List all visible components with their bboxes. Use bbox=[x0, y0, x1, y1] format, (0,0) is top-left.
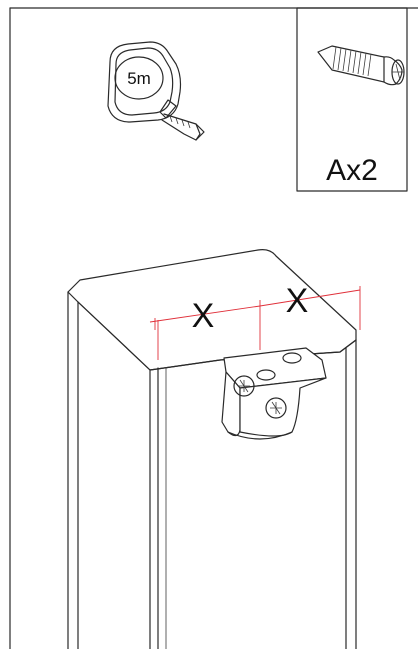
corner-bracket-icon bbox=[221, 347, 327, 440]
screw-icon bbox=[317, 45, 405, 86]
screw-head-icon bbox=[265, 397, 287, 419]
parts-box: Ax2 bbox=[296, 7, 408, 192]
measurement-lines bbox=[149, 286, 361, 360]
tape-measure-icon: 5m bbox=[107, 41, 205, 141]
screw-head-icon bbox=[233, 375, 255, 397]
tape-label: 5m bbox=[127, 69, 151, 88]
quantity-label: Ax2 bbox=[326, 154, 378, 187]
measure-label-right: X bbox=[286, 282, 309, 320]
post-icon bbox=[67, 249, 357, 649]
measure-label-left: X bbox=[192, 297, 215, 335]
